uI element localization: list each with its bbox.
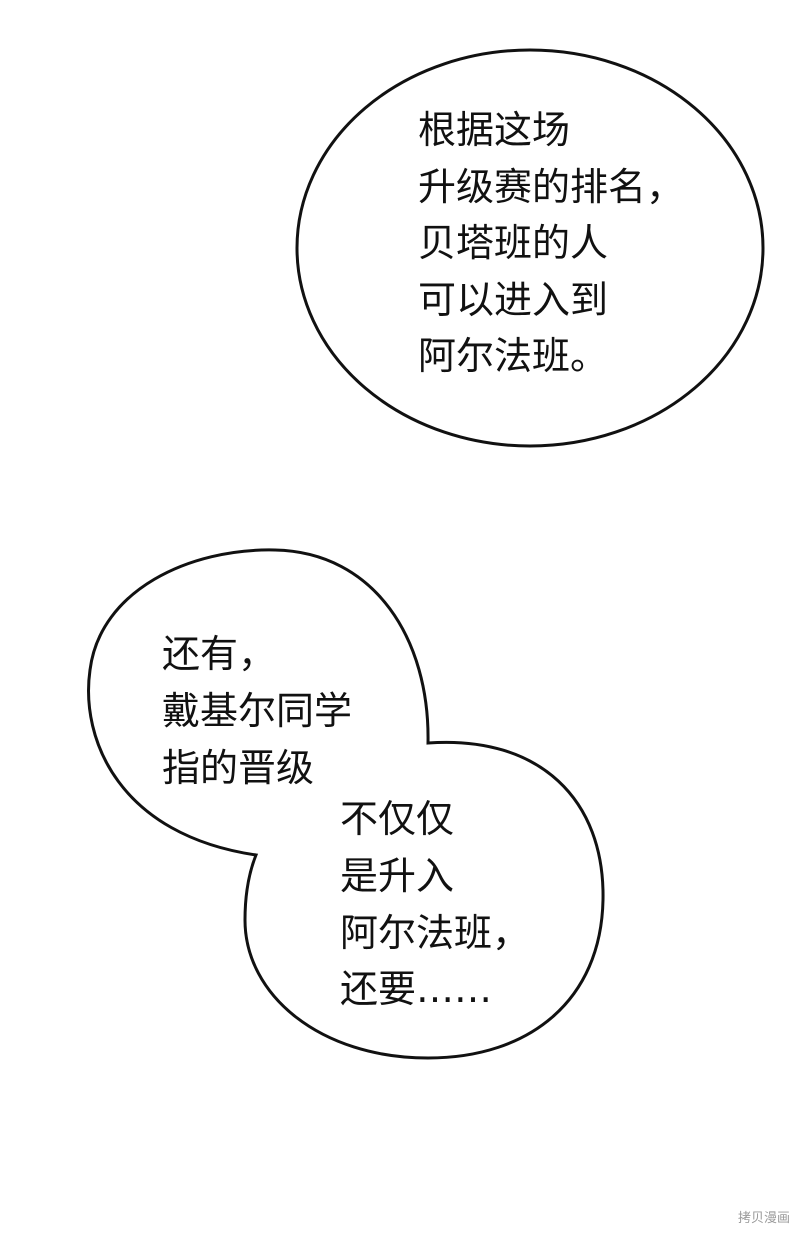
bubble-2-line-1: 还有， (162, 632, 277, 676)
speech-bubble-top (295, 48, 765, 448)
bubble-1-line-3: 贝塔班的人 (418, 221, 609, 265)
bubble-2-line-2: 戴基尔同学 (162, 689, 353, 733)
bubble-2-line-3: 指的晋级 (162, 746, 315, 790)
bubble-1-line-2: 升级赛的排名， (418, 165, 685, 209)
bubble-1-line-1: 根据这场 (418, 108, 571, 152)
bubble-1-line-5: 阿尔法班。 (418, 334, 609, 378)
bubble-2-line-4: 不仅仅 (340, 797, 455, 841)
bubble-1-line-4: 可以进入到 (418, 278, 609, 322)
bubble-2-line-5: 是升入 (340, 854, 455, 898)
speech-bubble-bottom (87, 548, 605, 1060)
watermark-text: 拷贝漫画 (737, 1211, 790, 1226)
bubble-2-line-7: 还要…… (340, 967, 493, 1011)
bubble-2-line-6: 阿尔法班， (340, 911, 531, 955)
